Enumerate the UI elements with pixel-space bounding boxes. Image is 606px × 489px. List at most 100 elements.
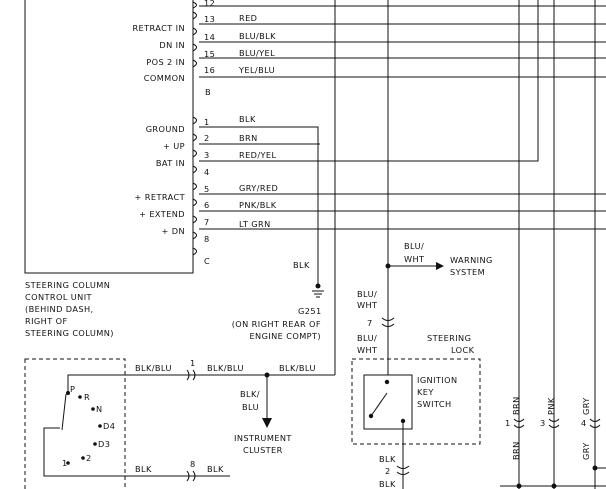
selector-box	[24, 358, 126, 489]
pin-number: 6	[204, 200, 210, 210]
wire-label: RED/YEL	[239, 150, 276, 160]
pin-label-retract-in: RETRACT IN	[132, 23, 185, 33]
pin-number: 7	[204, 217, 210, 227]
wire-label: RED	[239, 13, 257, 23]
lock-below-conn: 2	[385, 466, 391, 476]
cluster-conn-8: 8	[190, 459, 196, 469]
ignition-switch-box	[363, 374, 413, 430]
right-wire-label: GRY	[581, 397, 591, 415]
pin-number: 12	[204, 0, 215, 8]
cluster-down-wire: BLK/	[240, 389, 260, 399]
right-conn: 4	[581, 418, 587, 428]
right-conn: 3	[540, 418, 546, 428]
arrow-right-icon	[436, 262, 444, 270]
control-unit: RETRACT IN DN IN POS 2 IN COMMON GROUND …	[24, 0, 215, 338]
switch-label-line: SWITCH	[417, 399, 452, 409]
switch-label-line: IGNITION	[417, 375, 457, 385]
lock-wire-upper: WHT	[357, 300, 378, 310]
unit-name-line: STEERING COLUMN	[25, 280, 110, 290]
cluster-wire-mid: BLK/BLU	[207, 363, 244, 373]
pin-label-ground: GROUND	[146, 124, 185, 134]
lock-below-wire: BLK	[379, 454, 396, 464]
arrow-down-icon	[262, 418, 272, 428]
cluster-label-line: CLUSTER	[243, 445, 283, 455]
selector-label: D4	[103, 421, 115, 431]
warning-wire-line: WHT	[404, 254, 425, 264]
selector-label: R	[84, 392, 90, 402]
wire-label: BLU/YEL	[239, 48, 275, 58]
cluster-wire-right: BLK/BLU	[279, 363, 316, 373]
pin-number: 8	[204, 234, 210, 244]
steering-lock-box	[351, 358, 481, 445]
warning-wire-line: BLU/	[404, 241, 424, 251]
pin-label-dn: + DN	[162, 226, 186, 236]
lock-box-line: LOCK	[451, 345, 475, 355]
ground-id: G251	[298, 306, 322, 316]
cluster-wire-left: BLK/BLU	[135, 363, 172, 373]
lock-wire-upper: BLU/	[357, 289, 377, 299]
pin-label-up: + UP	[163, 141, 185, 151]
right-wire-label: PNK	[546, 397, 556, 415]
warning-label-line: WARNING	[450, 255, 493, 265]
pin-label-pos2-in: POS 2 IN	[146, 57, 185, 67]
right-wire-label: GRY	[581, 442, 591, 460]
right-wires: BRN PNK GRY BRN GRY 1 3 4	[500, 396, 606, 489]
selector-label: 1	[62, 458, 68, 468]
cluster-down-wire: BLU	[242, 402, 259, 412]
wires: RED BLU/BLK BLU/YEL YEL/BLU BLK BRN RED/…	[199, 0, 606, 489]
lock-conn: 7	[367, 318, 373, 328]
lock-box-line: STEERING	[427, 333, 471, 343]
cluster-conn-1: 1	[190, 358, 196, 368]
wire-label: BLK	[239, 114, 256, 124]
right-wire-label: BRN	[511, 441, 521, 460]
pin-label-retract: + RETRACT	[135, 192, 186, 202]
pin-number: 4	[204, 167, 210, 177]
ground-note-line: ENGINE COMPT)	[249, 331, 321, 341]
wire-label: GRY/RED	[239, 183, 278, 193]
selector-label: P	[70, 384, 75, 394]
warning-system: BLU/ WHT WARNING SYSTEM	[385, 241, 493, 375]
pin-number: 2	[204, 133, 210, 143]
unit-name-line: CONTROL UNIT	[25, 292, 93, 302]
pin-label-extend: + EXTEND	[139, 209, 185, 219]
selector-label: D3	[98, 439, 110, 449]
lock-wire-lower: BLU/	[357, 333, 377, 343]
wire-label: BLU/BLK	[239, 31, 276, 41]
pin-number: 15	[204, 49, 215, 59]
ground-g251: BLK G251 (ON RIGHT REAR OF ENGINE COMPT)	[232, 260, 324, 341]
shift-selector: P R N D4 D3 2 1	[24, 358, 126, 489]
pin-number: 1	[204, 117, 210, 127]
unit-name-line: STEERING COLUMN)	[25, 328, 114, 338]
ground-wire-label: BLK	[293, 260, 310, 270]
pin-number: B	[205, 87, 211, 97]
selector-label: N	[96, 404, 103, 414]
pin-number: 3	[204, 150, 210, 160]
unit-name-line: (BEHIND DASH,	[25, 304, 94, 314]
wire-label: LT GRN	[239, 219, 271, 229]
unit-name-line: RIGHT OF	[25, 316, 68, 326]
lock-wire-lower: WHT	[357, 345, 378, 355]
steering-lock: BLU/ WHT 7 BLU/ WHT STEERING LOCK IGNITI…	[351, 289, 481, 489]
pin-label-bat-in: BAT IN	[156, 158, 185, 168]
lock-below-wire2: BLK	[379, 479, 396, 489]
pin-number: C	[204, 256, 210, 266]
pin-number: 14	[204, 32, 215, 42]
cluster-label-line: INSTRUMENT	[234, 433, 292, 443]
selector-label: 2	[86, 453, 92, 463]
cluster-wire8-right: BLK	[207, 464, 224, 474]
instrument-cluster-branch: 1 BLK/BLU BLK/BLU BLK/BLU BLK/ BLU INSTR…	[125, 358, 336, 482]
wire-label: PNK/BLK	[239, 200, 277, 210]
pin-number: 13	[204, 14, 215, 24]
right-wire-label: BRN	[511, 396, 521, 415]
ground-note-line: (ON RIGHT REAR OF	[232, 319, 321, 329]
pin-label-common: COMMON	[144, 73, 185, 83]
pin-number: 16	[204, 65, 215, 75]
switch-label-line: KEY	[417, 387, 434, 397]
warning-label-line: SYSTEM	[450, 267, 485, 277]
wire-label: BRN	[239, 133, 258, 143]
wire-label: YEL/BLU	[238, 65, 275, 75]
control-unit-box	[24, 0, 194, 274]
pin-number: 5	[204, 184, 210, 194]
pin-label-dn-in: DN IN	[159, 40, 185, 50]
